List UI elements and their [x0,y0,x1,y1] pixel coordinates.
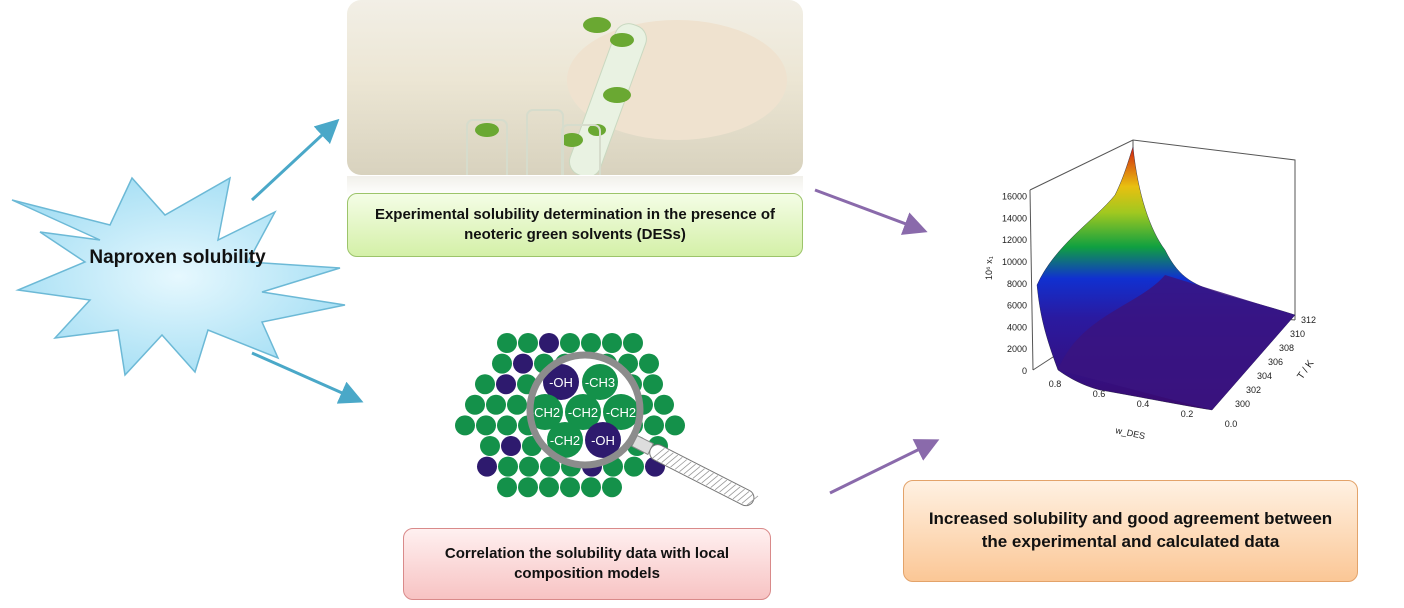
particle [560,333,580,353]
x-tick-label: 0.6 [1093,389,1106,399]
group-particle [565,394,601,430]
particle [455,415,475,436]
z-tick-label: 4000 [1007,322,1027,332]
particle [518,333,538,353]
group-particle [527,394,563,430]
particle [496,374,516,395]
z-tick-label: 10000 [1002,257,1027,267]
particle [643,374,663,395]
particle [497,415,517,436]
particle [518,477,538,498]
magnifier-handle [631,434,759,507]
plant-sprouts [475,17,634,147]
particle [465,394,485,415]
correlation-box: Correlation the solubility data with loc… [403,528,771,600]
z-tick-label: 14000 [1002,213,1027,223]
group-particle [547,422,583,458]
group-particle [585,422,621,458]
particle [602,333,622,353]
particle [624,456,644,477]
y-axis-label: T / K [1295,358,1316,382]
surface-floor [1058,275,1295,410]
group-label: -CH2 [530,405,560,420]
particle [560,477,580,498]
particle [654,394,674,415]
y-tick-label: 310 [1290,329,1305,339]
particle [519,456,539,477]
group-particle [543,364,579,400]
magnifier-rim [526,351,644,469]
x-axis-label: w_DES [1114,425,1146,441]
group-label: -OH [591,433,615,448]
y-tick-label: 306 [1268,357,1283,367]
particle [623,333,643,353]
particle [492,353,512,374]
x-tick-label: 0.2 [1181,409,1194,419]
y-tick-label: 304 [1257,371,1272,381]
z-tick-label: 0 [1022,366,1027,376]
x-tick-label: 0.0 [1225,419,1238,429]
particle [665,415,685,436]
particle [477,456,497,477]
particle [486,394,506,415]
z-tick-label: 6000 [1007,301,1027,311]
y-tick-label: 312 [1301,315,1316,325]
y-tick-label: 300 [1235,399,1250,409]
group-label: -CH2 [606,405,636,420]
z-tick-label: 2000 [1007,344,1027,354]
particle [498,456,518,477]
y-tick-label: 302 [1246,385,1261,395]
particle [497,477,517,498]
lab-plant-photo [347,0,803,175]
starburst-shape [11,176,346,377]
central-topic-label: Naproxen solubility [89,247,266,268]
arrow-experimental-to-plot [814,188,928,235]
arrow-correlation-to-plot [829,439,940,495]
result-box: Increased solubility and good agreement … [903,480,1358,582]
group-label: -CH2 [550,433,580,448]
particle [480,436,500,456]
z-tick-label: 16000 [1002,192,1027,202]
particle [581,477,601,498]
z-axis-label: 10⁶ x₁ [984,256,994,280]
particle [602,477,622,498]
particle [581,333,601,353]
particle [475,374,495,395]
z-tick-label: 8000 [1007,279,1027,289]
particle [497,333,517,353]
photo-reflection [347,176,803,196]
y-tick-label: 308 [1279,343,1294,353]
particle [501,436,521,456]
group-particle [582,364,618,400]
particle [639,353,659,374]
experimental-box: Experimental solubility determination in… [347,193,803,257]
group-label: -CH2 [568,405,598,420]
group-particle [603,394,639,430]
particle [644,415,664,436]
particle [513,353,533,374]
group-label: -CH3 [585,375,615,390]
group-label: -OH [549,375,573,390]
local-composition-graphic: -OH -CH3 -CH2 -CH2 -CH2 -CH2 -OH [455,333,759,507]
z-tick-label: 12000 [1002,235,1027,245]
arrow-to-correlation [251,351,364,404]
particle [476,415,496,436]
x-tick-label: 0.8 [1049,379,1062,389]
particle [507,394,527,415]
particle [540,456,560,477]
x-tick-label: 0.4 [1137,399,1150,409]
particle [539,477,559,498]
arrow-to-experimental [250,118,340,202]
solubility-surface-plot: 0 2000 4000 6000 8000 10000 12000 14000 16000 0.… [984,139,1317,441]
particle [539,333,559,353]
